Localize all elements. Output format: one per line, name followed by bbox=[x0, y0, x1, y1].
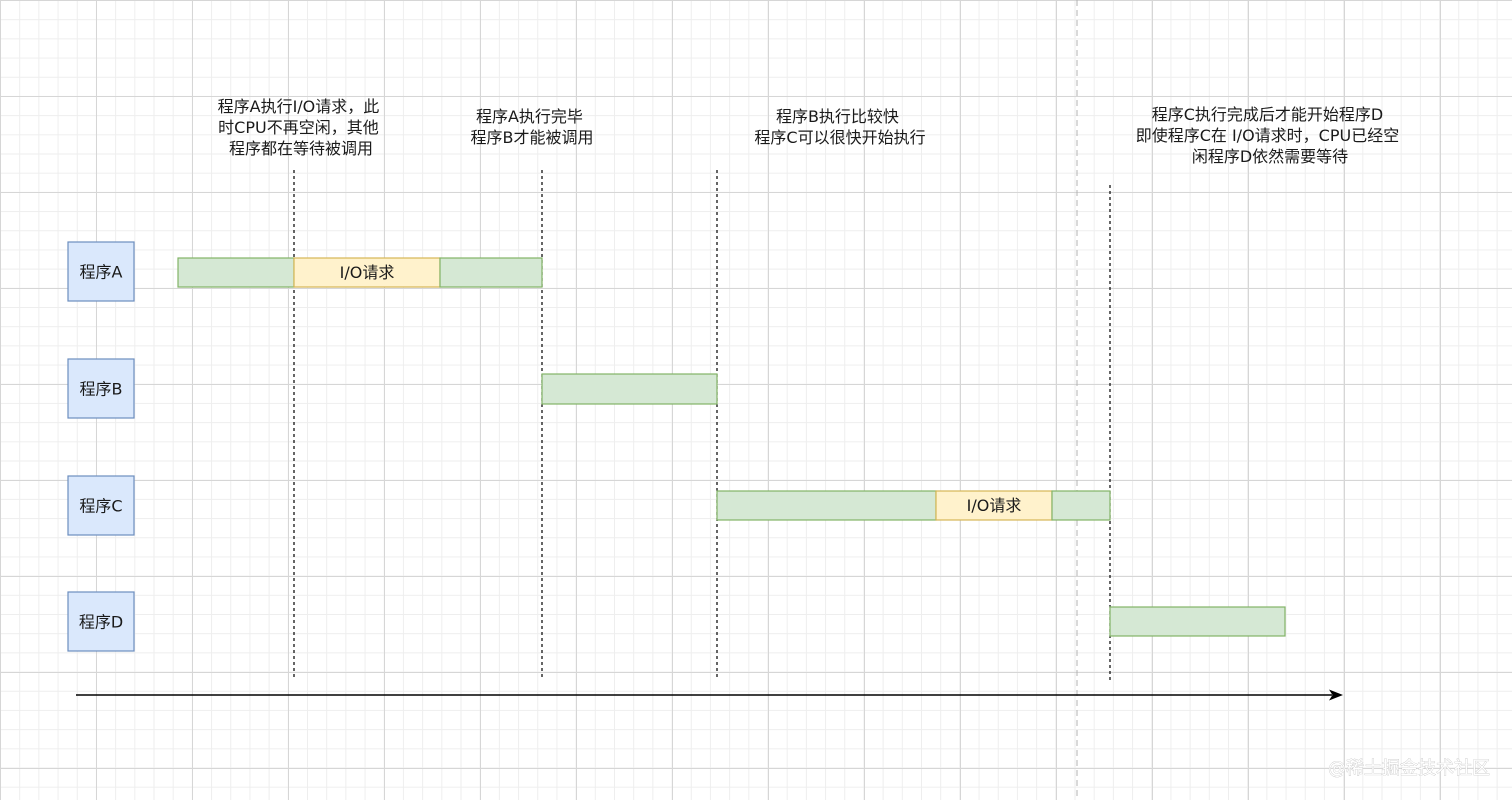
segment-d-run bbox=[1109, 606, 1286, 637]
program-label-a: 程序A bbox=[80, 263, 123, 282]
time-axis bbox=[76, 689, 1343, 701]
program-box-d: 程序D bbox=[67, 591, 135, 652]
annotation-1-line-2: 时CPU不再空闲，其他 bbox=[218, 118, 379, 137]
time-axis-arrowhead bbox=[1329, 689, 1343, 701]
program-label-b: 程序B bbox=[80, 380, 123, 399]
segment-c-run-2 bbox=[1051, 490, 1111, 521]
segment-b-run bbox=[541, 373, 718, 405]
annotation-2: 程序A执行完毕 程序B才能被调用 bbox=[471, 107, 594, 147]
timeline-segments: I/O请求 I/O请求 bbox=[177, 257, 1286, 637]
annotation-4-line-1: 程序C执行完成后才能开始程序D bbox=[1152, 105, 1384, 124]
annotation-3-line-1: 程序B执行比较快 bbox=[776, 107, 899, 126]
segment-c-io-label: I/O请求 bbox=[967, 496, 1022, 515]
program-box-b: 程序B bbox=[67, 358, 135, 419]
segment-a-run-1 bbox=[177, 257, 295, 288]
segment-a-io-label: I/O请求 bbox=[340, 263, 395, 282]
program-labels: 程序A 程序B 程序C 程序D bbox=[67, 241, 135, 652]
program-label-c: 程序C bbox=[79, 497, 122, 516]
annotation-2-line-1: 程序A执行完毕 bbox=[476, 107, 583, 126]
annotation-1-line-1: 程序A执行I/O请求，此 bbox=[218, 97, 380, 116]
segment-c-run-1 bbox=[716, 490, 937, 521]
annotation-1: 程序A执行I/O请求，此 时CPU不再空闲，其他 程序都在等待被调用 bbox=[218, 97, 385, 158]
program-label-d: 程序D bbox=[79, 613, 123, 632]
watermark: @稀土掘金技术社区 bbox=[1328, 758, 1490, 779]
annotation-3-line-2: 程序C可以很快开始执行 bbox=[754, 128, 925, 147]
annotations: 程序A执行I/O请求，此 时CPU不再空闲，其他 程序都在等待被调用 程序A执行… bbox=[218, 97, 1405, 166]
segment-a-run-2 bbox=[439, 257, 543, 288]
program-box-c: 程序C bbox=[67, 475, 135, 536]
annotation-4: 程序C执行完成后才能开始程序D 即使程序C在 I/O请求时，CPU已经空 闲程序… bbox=[1136, 105, 1405, 166]
annotation-4-line-3: 闲程序D依然需要等待 bbox=[1192, 147, 1348, 166]
segment-c-io bbox=[935, 490, 1053, 521]
segment-a-io bbox=[293, 257, 441, 288]
annotation-4-line-2: 即使程序C在 I/O请求时，CPU已经空 bbox=[1136, 126, 1400, 145]
annotation-3: 程序B执行比较快 程序C可以很快开始执行 bbox=[754, 107, 925, 147]
event-markers bbox=[293, 170, 1111, 680]
program-box-a: 程序A bbox=[67, 241, 135, 302]
annotation-2-line-2: 程序B才能被调用 bbox=[471, 128, 594, 147]
annotation-1-line-3: 程序都在等待被调用 bbox=[229, 139, 373, 158]
